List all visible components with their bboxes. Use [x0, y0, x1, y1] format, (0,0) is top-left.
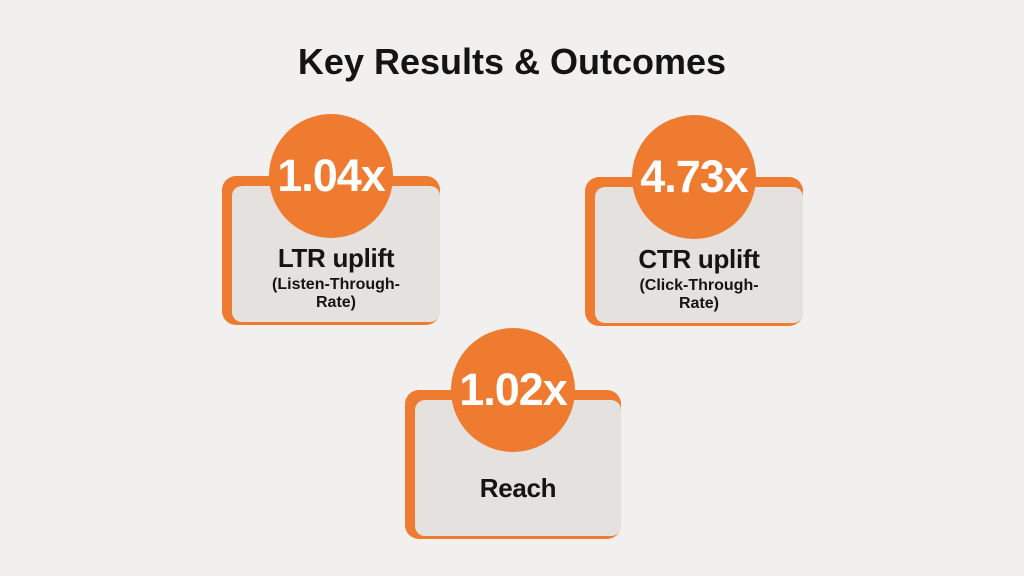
stat-sublabel: (Listen-Through-Rate): [272, 275, 400, 312]
stat-card-body: Reach: [415, 400, 621, 536]
page-title: Key Results & Outcomes: [297, 41, 727, 82]
stat-card-content: LTR uplift (Listen-Through-Rate): [232, 186, 440, 322]
stat-value: 1.04x: [277, 150, 386, 201]
stat-card-ltr-uplift: LTR uplift (Listen-Through-Rate) 1.04x: [222, 114, 440, 325]
stat-card-content: CTR uplift (Click-Through-Rate): [595, 187, 803, 323]
stat-card-content: Reach: [415, 400, 621, 536]
stat-value: 1.02x: [459, 364, 568, 415]
stat-value-badge: 1.02x: [451, 328, 575, 452]
stat-card-ctr-uplift: CTR uplift (Click-Through-Rate) 4.73x: [585, 115, 803, 326]
stat-card-reach: Reach 1.02x: [405, 328, 621, 539]
stat-value: 4.73x: [640, 151, 749, 202]
stat-label: Reach: [479, 473, 557, 503]
stat-card-body: CTR uplift (Click-Through-Rate): [595, 187, 803, 323]
stat-value-badge: 4.73x: [632, 115, 756, 239]
stat-label: CTR uplift: [638, 244, 760, 274]
stat-label: LTR uplift: [277, 243, 395, 273]
stat-sublabel: (Click-Through-Rate): [639, 276, 759, 313]
stat-value-badge: 1.04x: [269, 114, 393, 238]
